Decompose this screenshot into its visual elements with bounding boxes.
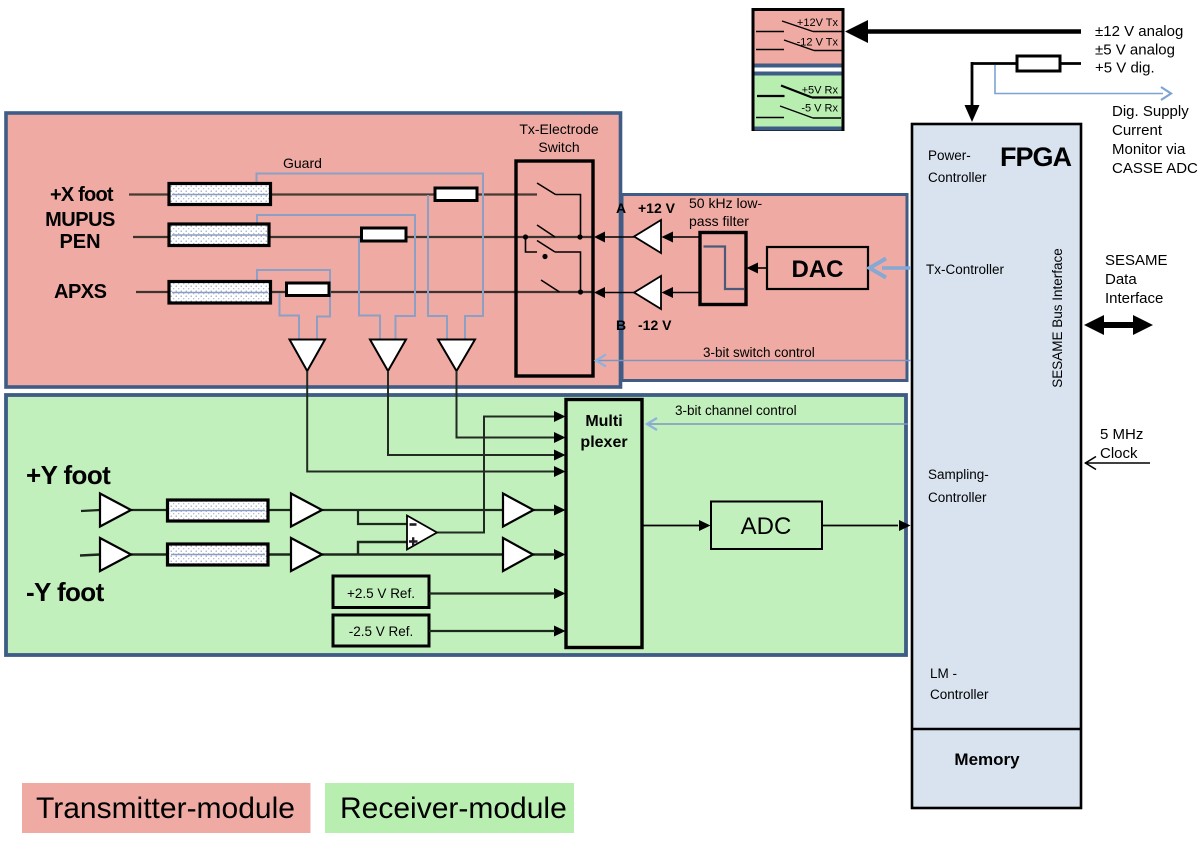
svg-text:-5 V Rx: -5 V Rx	[801, 103, 838, 115]
svg-text:pass filter: pass filter	[689, 213, 749, 229]
svg-text:plexer: plexer	[580, 434, 627, 451]
svg-text:-12 V Tx: -12 V Tx	[797, 37, 839, 49]
svg-text:Clock: Clock	[1100, 445, 1138, 462]
svg-text:Controller: Controller	[928, 490, 987, 505]
svg-text:DAC: DAC	[792, 256, 844, 283]
svg-text:3-bit channel control: 3-bit channel control	[675, 403, 797, 418]
svg-text:A: A	[616, 200, 626, 216]
svg-text:ADC: ADC	[741, 513, 792, 540]
svg-text:Guard: Guard	[283, 155, 322, 171]
svg-text:Power-: Power-	[928, 148, 971, 163]
svg-text:-2.5 V Ref.: -2.5 V Ref.	[349, 624, 414, 639]
svg-text:Tx-Controller: Tx-Controller	[926, 262, 1005, 277]
svg-text:FPGA: FPGA	[1000, 142, 1072, 172]
svg-text:SESAME: SESAME	[1105, 252, 1168, 269]
svg-text:+5 V dig.: +5 V dig.	[1095, 60, 1155, 77]
svg-text:+X foot: +X foot	[50, 184, 114, 206]
svg-text:5 MHz: 5 MHz	[1100, 426, 1143, 443]
svg-text:B: B	[616, 317, 626, 333]
svg-text:Multi: Multi	[585, 413, 622, 430]
svg-text:MUPUS: MUPUS	[45, 209, 115, 231]
svg-text:Controller: Controller	[928, 170, 987, 185]
svg-text:Monitor via: Monitor via	[1112, 141, 1186, 158]
svg-text:APXS: APXS	[54, 281, 107, 303]
svg-text:Sampling-: Sampling-	[928, 467, 989, 482]
svg-text:Switch: Switch	[538, 139, 579, 155]
svg-text:LM -: LM -	[930, 666, 957, 681]
svg-text:Transmitter-module: Transmitter-module	[36, 792, 295, 825]
svg-text:Current: Current	[1112, 122, 1163, 139]
svg-text:-Y foot: -Y foot	[26, 577, 105, 607]
svg-text:SESAME Bus Interface: SESAME Bus Interface	[1050, 248, 1065, 388]
svg-text:50 kHz low-: 50 kHz low-	[689, 195, 762, 211]
svg-text:Memory: Memory	[954, 750, 1020, 769]
svg-text:Controller: Controller	[930, 687, 989, 702]
svg-text:Interface: Interface	[1105, 290, 1163, 307]
svg-text:Receiver-module: Receiver-module	[340, 792, 567, 825]
svg-text:+12 V: +12 V	[638, 200, 676, 216]
svg-text:±5 V analog: ±5 V analog	[1095, 42, 1175, 59]
svg-text:±12 V analog: ±12 V analog	[1095, 23, 1183, 40]
svg-text:+Y foot: +Y foot	[26, 460, 111, 490]
svg-text:+12V Tx: +12V Tx	[797, 17, 839, 29]
svg-text:Data: Data	[1105, 271, 1137, 288]
svg-text:+2.5 V Ref.: +2.5 V Ref.	[347, 586, 415, 601]
svg-text:Tx-Electrode: Tx-Electrode	[519, 121, 599, 137]
svg-text:PEN: PEN	[59, 231, 100, 253]
svg-text:3-bit switch control: 3-bit switch control	[703, 345, 815, 360]
svg-text:CASSE ADC: CASSE ADC	[1112, 160, 1198, 177]
svg-text:+5V Rx: +5V Rx	[802, 85, 839, 97]
svg-text:-12 V: -12 V	[638, 317, 672, 333]
svg-text:Dig. Supply: Dig. Supply	[1112, 103, 1189, 120]
